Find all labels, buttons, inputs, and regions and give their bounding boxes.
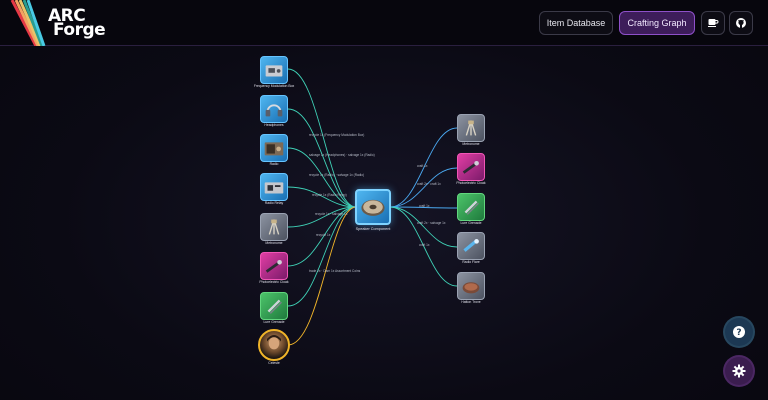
node-label: Lure Grenade: [460, 221, 482, 225]
node-celeste-trader[interactable]: [258, 329, 290, 361]
gear-icon: [732, 364, 746, 378]
node-radio-flare[interactable]: [457, 232, 485, 260]
edge-label: salvage 1x (Headphones) · salvage 1x (Ra…: [309, 153, 375, 157]
node-label: Lure Grenade: [263, 320, 285, 324]
edge-left-8: [287, 206, 357, 346]
grenade-icon: [464, 200, 479, 215]
edge-left-1: [287, 68, 357, 208]
node-photoelectric-cloak[interactable]: [260, 252, 288, 280]
edge-label: craft 1x: [417, 164, 428, 168]
edge-left-4: [287, 186, 357, 208]
node-label: Celeste: [268, 361, 280, 365]
edge-label: craft 1x: [419, 243, 430, 247]
edge-left-2: [287, 108, 357, 208]
node-speaker-component[interactable]: [355, 189, 391, 225]
metronome-icon: [465, 120, 477, 136]
node-label: Photoelectric Cloak: [259, 280, 289, 284]
app-logo[interactable]: ARC Forge: [6, 0, 106, 46]
github-button[interactable]: [729, 11, 753, 35]
node-label: Hatton Trove: [461, 300, 481, 304]
node-label: Radio Flare: [462, 260, 480, 264]
edge-label: craft 2x · salvage 1x: [417, 221, 446, 225]
edge-label: recycle 1x (Radio) · salvage 1x (Radio): [309, 173, 365, 177]
radio-relay-icon: [264, 182, 284, 194]
crafting-graph-button[interactable]: Crafting Graph: [619, 11, 695, 35]
logo-text-forge: Forge: [53, 20, 106, 40]
trove-icon: [462, 282, 480, 294]
cloak-device-icon: [265, 259, 282, 273]
edge-right-3: [389, 206, 458, 209]
node-metronome-output[interactable]: [457, 114, 485, 142]
svg-text:?: ?: [736, 328, 741, 338]
node-headphones[interactable]: [260, 95, 288, 123]
logo-text-arc: ARC: [48, 6, 86, 26]
node-label: Headphones: [264, 123, 284, 127]
node-radio[interactable]: [260, 134, 288, 162]
node-label: Photoelectric Cloak: [456, 181, 486, 185]
help-button[interactable]: ?: [725, 318, 753, 346]
grenade-icon: [267, 299, 282, 314]
edge-left-7: [287, 206, 357, 307]
graph-edges: [287, 68, 458, 346]
node-label: Radio: [269, 162, 279, 166]
edge-label: craft 1x: [419, 204, 430, 208]
node-metronome[interactable]: [260, 213, 288, 241]
item-database-button[interactable]: Item Database: [539, 11, 613, 35]
rainbow-stripes-icon: [10, 0, 46, 46]
metronome-icon: [268, 219, 280, 235]
github-icon: [736, 18, 746, 28]
node-radio-relay[interactable]: [260, 173, 288, 201]
headphones-icon: [265, 104, 283, 117]
cloak-device-icon: [462, 160, 479, 174]
edge-left-5: [287, 206, 357, 228]
node-lure-grenade[interactable]: [260, 292, 288, 320]
node-lure-grenade-output[interactable]: [457, 193, 485, 221]
node-hatton-trove[interactable]: [457, 272, 485, 300]
node-frequency-modulation-box[interactable]: [260, 56, 288, 84]
flare-icon: [463, 239, 479, 252]
top-bar: ARC Forge Item Database Crafting Graph: [0, 0, 768, 46]
settings-button[interactable]: [725, 357, 753, 385]
question-icon: ?: [733, 326, 745, 338]
edge-right-1: [389, 127, 458, 208]
node-label: Metronome: [265, 241, 283, 245]
edge-label: recycle 1x: [316, 233, 331, 237]
node-label: Metronome: [462, 142, 480, 146]
coffee-icon: [708, 19, 719, 27]
edge-right-2: [389, 167, 458, 208]
speaker-icon: [361, 199, 385, 216]
coffee-button[interactable]: [701, 11, 725, 35]
node-photoelectric-cloak-output[interactable]: [457, 153, 485, 181]
edge-label: trade 2x · Dam 1x Assortment Coins: [309, 269, 361, 273]
trader-portrait-icon: [267, 334, 281, 350]
edge-left-6: [287, 206, 357, 267]
modulation-box-icon: [265, 65, 283, 77]
radio-icon: [264, 142, 284, 156]
center-node-label: Speaker Component: [355, 227, 391, 231]
edge-label: recycle 1x (Frequency Modulation Box): [309, 133, 365, 137]
edge-label: recycle 1x (Radio Relay): [312, 193, 347, 197]
node-label: Radio Relay: [264, 201, 284, 205]
edge-label: recycle 1x · salvage 1x: [315, 212, 348, 216]
edge-right-4: [389, 206, 458, 248]
edge-right-5: [389, 206, 458, 287]
edge-label: craft 2x · craft 1x: [417, 182, 441, 186]
edge-left-3: [287, 147, 357, 208]
node-label: Frequency Modulation Box: [253, 84, 295, 88]
